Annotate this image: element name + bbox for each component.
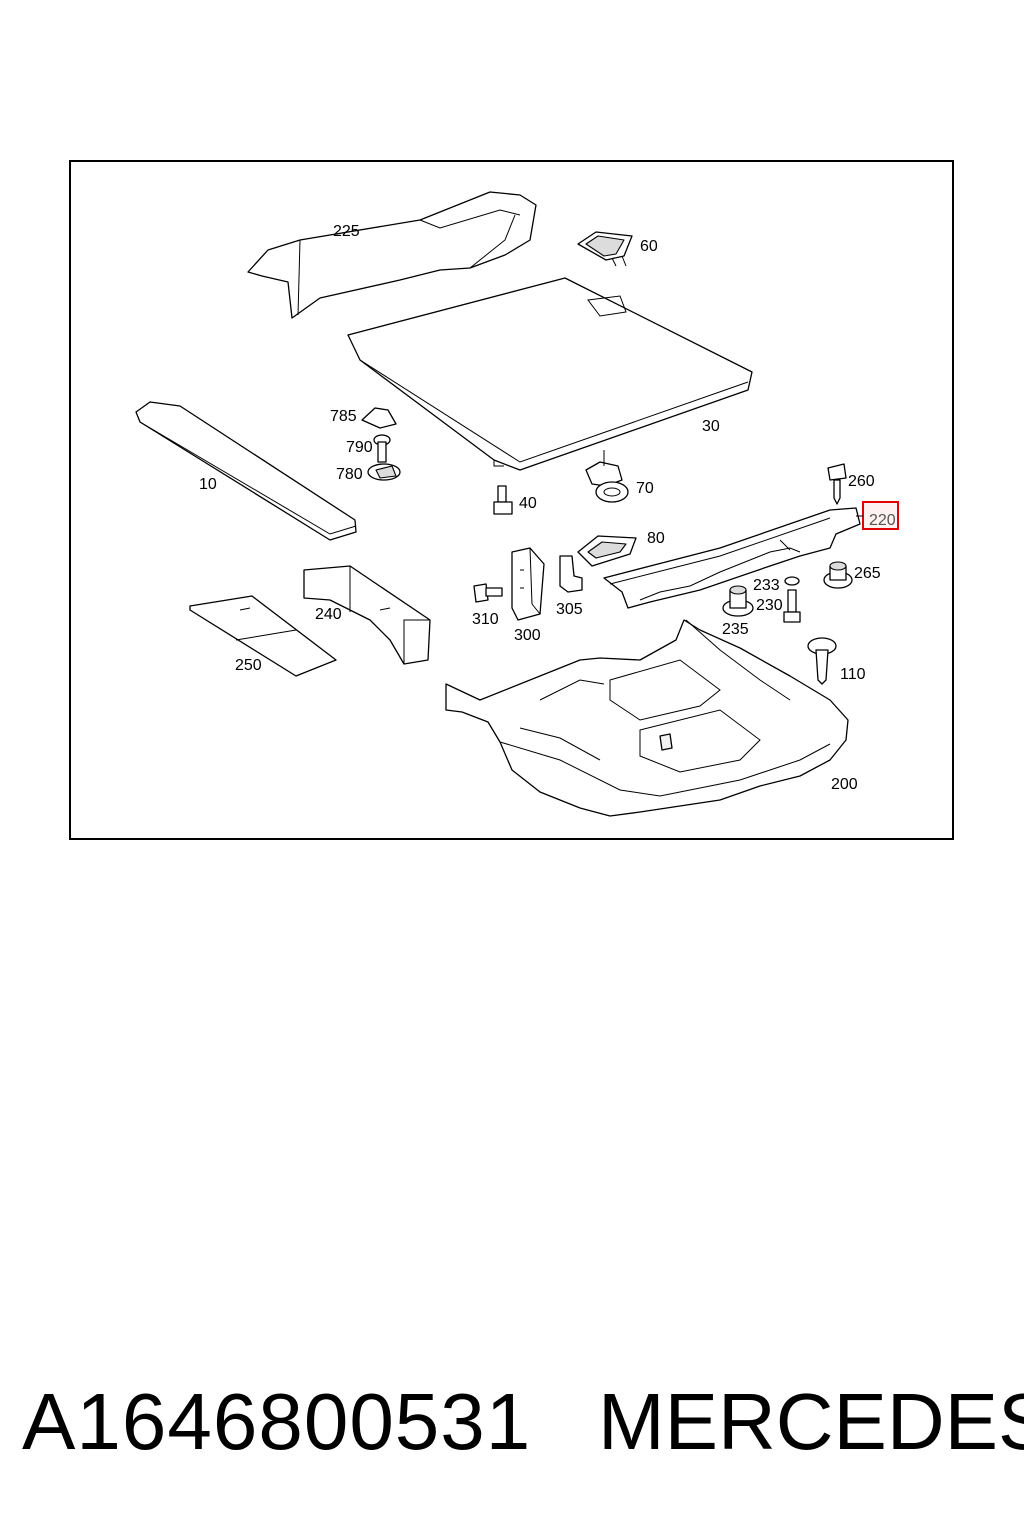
- callout-80: 80: [647, 530, 665, 547]
- callout-60: 60: [640, 238, 658, 255]
- callout-250: 250: [235, 657, 262, 674]
- leader-lines: [603, 450, 863, 517]
- part-235-nut: [722, 585, 754, 617]
- callout-220: 220: [869, 512, 896, 529]
- callout-785: 785: [330, 408, 357, 425]
- callout-310: 310: [472, 611, 499, 628]
- part-300-bracket: [511, 547, 545, 621]
- part-number: A1646800531: [22, 1377, 532, 1466]
- part-220-side-rail: [603, 507, 861, 609]
- callout-70: 70: [636, 480, 654, 497]
- part-30-load-floor: [347, 277, 753, 471]
- callout-200: 200: [831, 776, 858, 793]
- callout-235: 235: [722, 621, 749, 638]
- callout-300: 300: [514, 627, 541, 644]
- part-80-handle: [577, 535, 637, 567]
- part-40-bolt: [493, 485, 513, 515]
- callout-240: 240: [315, 606, 342, 623]
- part-305-clip: [559, 555, 583, 593]
- part-10-sill-trim: [135, 401, 357, 541]
- part-233-washer: [784, 576, 800, 586]
- part-70-tie-down: [585, 450, 629, 503]
- callout-305: 305: [556, 601, 583, 618]
- part-265-nut: [823, 561, 853, 589]
- callout-40: 40: [519, 495, 537, 512]
- callout-790: 790: [346, 439, 373, 456]
- part-780-clip: [367, 463, 401, 481]
- callout-labels: 225 60 30 785 790 780 10 70 40 260 220 8…: [199, 223, 896, 793]
- part-790-screw: [373, 434, 391, 463]
- callout-30: 30: [702, 418, 720, 435]
- callout-265: 265: [854, 565, 881, 582]
- part-225-rear-panel: [247, 191, 537, 319]
- part-60-latch: [577, 231, 633, 267]
- part-110-push-pin: [807, 637, 837, 685]
- part-310-bolt: [473, 583, 503, 603]
- part-230-bolt: [783, 589, 801, 623]
- brand-name: MERCEDES: [598, 1377, 1024, 1466]
- callout-233: 233: [753, 577, 780, 594]
- part-200-floor-tub: [445, 619, 849, 817]
- callout-225: 225: [333, 223, 360, 240]
- part-785-cap: [361, 407, 397, 429]
- footer: A1646800531 MERCEDES: [0, 1372, 1024, 1472]
- part-250-mat: [189, 595, 337, 677]
- callout-110: 110: [840, 666, 866, 683]
- callout-10: 10: [199, 476, 217, 493]
- part-240-side-panel: [303, 565, 431, 665]
- callout-260: 260: [848, 473, 875, 490]
- part-260-bolt: [827, 463, 847, 505]
- diagram-frame: [69, 160, 954, 840]
- callout-780: 780: [336, 466, 363, 483]
- callout-230: 230: [756, 597, 783, 614]
